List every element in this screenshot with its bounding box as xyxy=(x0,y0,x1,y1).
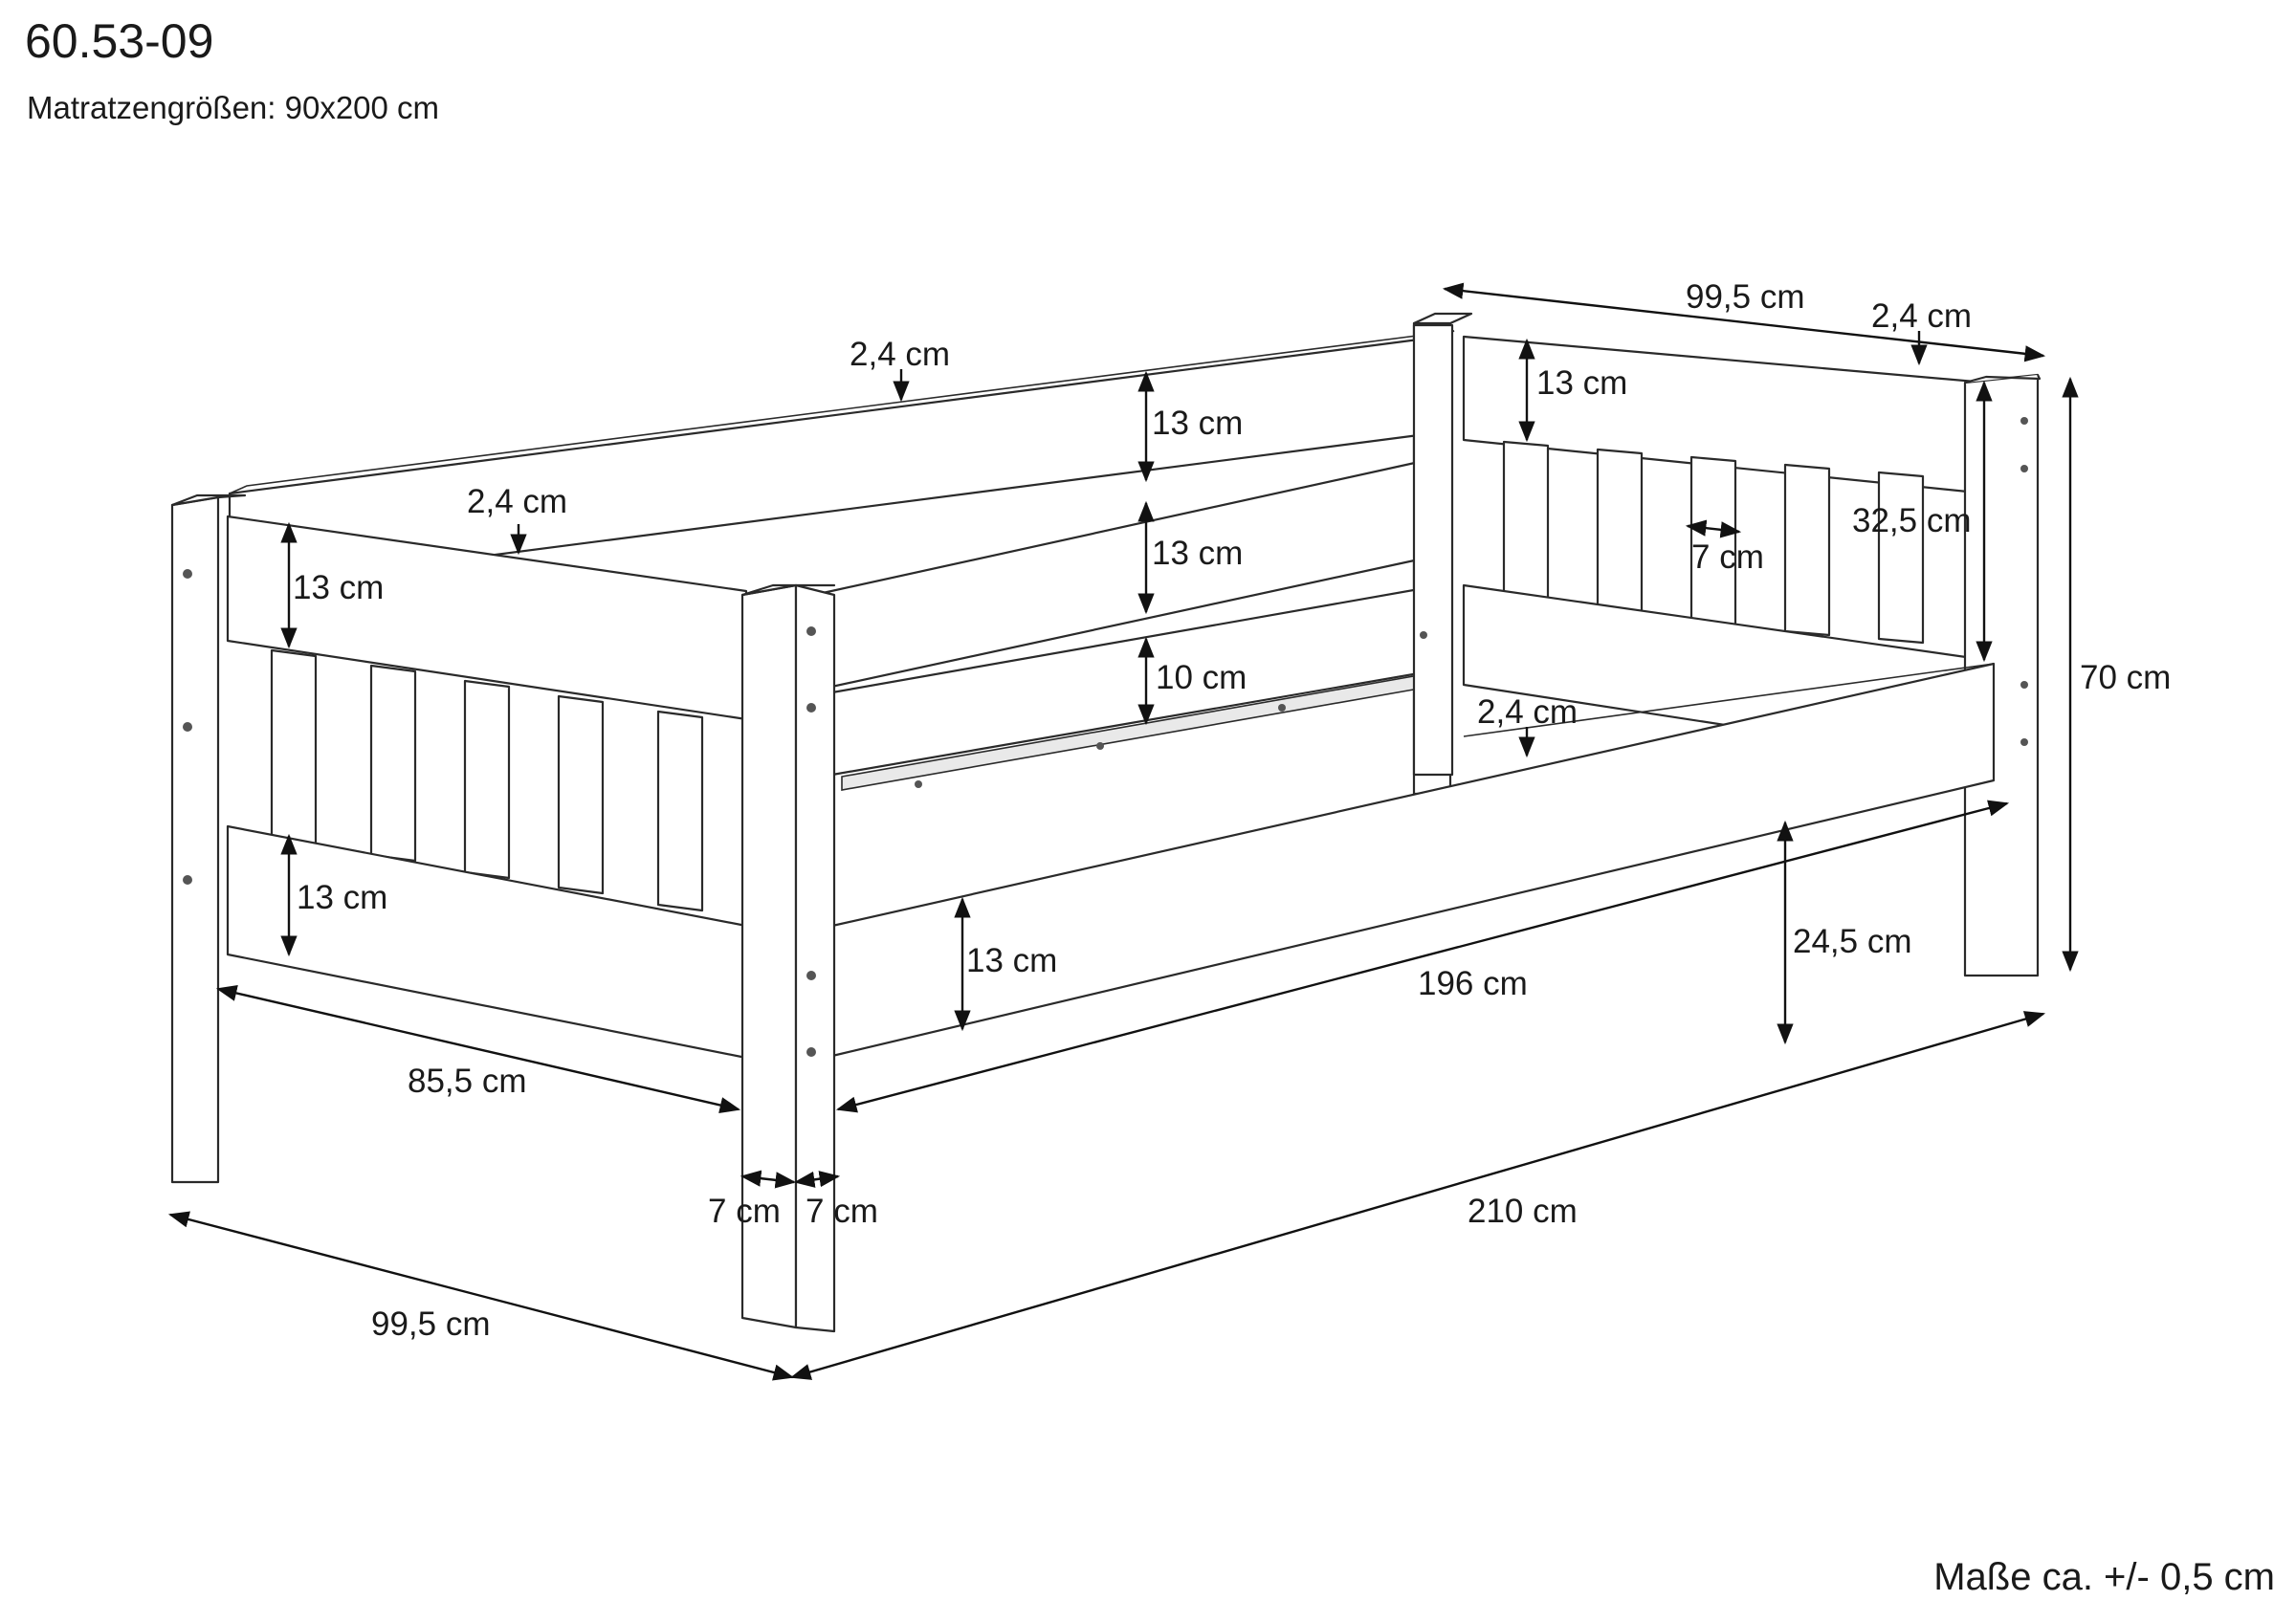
dim-rail-length: 196 cm xyxy=(1418,965,1528,1002)
dim-post-width-2: 7 cm xyxy=(806,1193,878,1230)
dimension-labels: 2,4 cm 13 cm 13 cm 10 cm 2,4 cm 13 cm 13… xyxy=(293,278,2171,1343)
dim-back-board-1: 13 cm xyxy=(1152,405,1243,442)
dim-width-front: 99,5 cm xyxy=(371,1305,491,1343)
tolerance-note: Maße ca. +/- 0,5 cm xyxy=(1933,1556,2275,1598)
dim-back-top-thickness: 2,4 cm xyxy=(850,336,950,373)
dim-front-side-rail: 13 cm xyxy=(966,942,1057,979)
dim-rear-slat-height: 32,5 cm xyxy=(1852,502,1972,539)
dim-total-length: 210 cm xyxy=(1468,1193,1578,1230)
dim-front-head-thickness: 2,4 cm xyxy=(467,483,567,520)
dim-rear-rail-thickness: 2,4 cm xyxy=(1477,693,1578,731)
dim-inner-length: 85,5 cm xyxy=(408,1063,527,1100)
bed-illustration xyxy=(170,312,2042,1333)
dim-total-height: 70 cm xyxy=(2080,659,2171,696)
dim-rear-top-board: 13 cm xyxy=(1536,364,1627,402)
dim-rear-width: 99,5 cm xyxy=(1686,278,1805,316)
dim-back-board-3: 10 cm xyxy=(1156,659,1247,696)
product-code: 60.53-09 xyxy=(25,14,214,68)
dim-front-head-bottom: 13 cm xyxy=(297,879,387,916)
dim-back-board-2: 13 cm xyxy=(1152,535,1243,572)
dim-front-head-top: 13 cm xyxy=(293,569,384,606)
dimension-lines xyxy=(167,282,2079,1381)
dim-rear-slat-gap: 7 cm xyxy=(1691,538,1764,576)
dim-rear-thickness: 2,4 cm xyxy=(1871,297,1972,335)
dim-post-width-1: 7 cm xyxy=(708,1193,781,1230)
mattress-size: Matratzengrößen: 90x200 cm xyxy=(27,90,440,125)
dim-floor-clearance: 24,5 cm xyxy=(1793,923,1912,960)
